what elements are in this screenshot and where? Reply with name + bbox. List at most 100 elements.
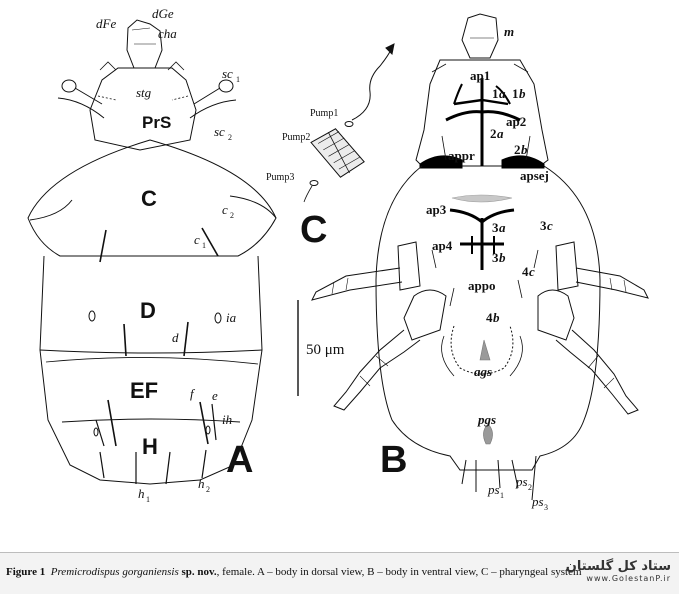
a-region-c: C (141, 186, 157, 211)
a-label-sc1: sc (222, 66, 233, 81)
a-label-c2: c (222, 202, 228, 217)
watermark: ستاد کل گلستان www.GolestanP.ir (566, 559, 671, 583)
b-label-ps3: ps (531, 494, 544, 509)
b-label-3b-it: b (499, 250, 506, 265)
a-sc1-left-bulb (61, 79, 77, 93)
b-label-1b-it: b (519, 86, 526, 101)
c-pump3-valve (309, 180, 319, 186)
a-seta-h1-left (99, 451, 105, 479)
a-label-d: d (172, 330, 179, 345)
a-label-sc1-sub: 1 (236, 75, 240, 84)
b-pgs-plate (483, 423, 493, 445)
a-tergite-ef-boundary (61, 418, 241, 423)
b-label-ps2: ps (515, 474, 528, 489)
a-seta-f-left (107, 399, 117, 447)
scale-bar-label: 50 μm (306, 342, 345, 358)
a-sc2-right-seta (189, 99, 237, 119)
caption-status: sp. nov. (181, 566, 217, 578)
a-region-ef: EF (130, 378, 158, 403)
b-label-appo: appo (468, 278, 495, 293)
panel-letter-b: B (380, 439, 407, 481)
panel-b-body (311, 13, 649, 501)
c-arrow-head (385, 43, 395, 56)
b-leg3-right-femur (555, 241, 579, 291)
watermark-text: ستاد کل گلستان (565, 559, 671, 574)
a-tergite-c (27, 139, 277, 257)
b-leg4-left-femur (403, 289, 447, 341)
b-apodeme-apsej-left (419, 155, 463, 169)
b-label-ap1: ap1 (470, 68, 490, 83)
figure-caption: Figure 1 Premicrodispus gorganiensis sp.… (6, 566, 582, 578)
a-label-c1: c (194, 232, 200, 247)
a-region-d: D (140, 298, 156, 323)
b-label-1a-it: a (499, 86, 506, 101)
b-label-ps1-sub: 1 (500, 491, 504, 500)
panel-c-pharynx (303, 43, 395, 203)
a-tergite-d-boundary (39, 349, 263, 354)
b-apodeme-ap1 (453, 98, 509, 106)
a-region-prs: PrS (142, 113, 171, 132)
a-seta-d-left (123, 323, 127, 357)
c-pump1-valve (344, 121, 354, 127)
b-label-1b: 1 (512, 86, 519, 101)
a-label-dge: dGe (152, 6, 174, 21)
a-region-h: H (142, 434, 158, 459)
b-label-2b: 2 (514, 142, 521, 157)
a-label-h1-sub: 1 (146, 495, 150, 504)
c-pump2-body (310, 128, 365, 178)
b-label-appr: appr (448, 148, 475, 163)
b-label-ap2: ap2 (506, 114, 526, 129)
b-label-4b-it: b (493, 310, 500, 325)
b-label-4c: 4 (522, 264, 529, 279)
caption-species: Premicrodispus gorganiensis (50, 566, 179, 578)
b-label-ps1: ps (487, 482, 500, 497)
b-leg4-right-distal (555, 329, 639, 415)
a-label-c1-sub: 1 (202, 241, 206, 250)
a-sc1-right-stalk (193, 87, 221, 105)
b-label-m: m (504, 24, 514, 39)
a-seta-e-right (211, 403, 217, 441)
b-label-pgs: pgs (477, 412, 496, 427)
caption-prefix: Figure 1 (6, 566, 46, 578)
caption-bar: Figure 1 Premicrodispus gorganiensis sp.… (0, 552, 679, 594)
b-leg3-left-distal (311, 267, 403, 301)
a-label-f: f (190, 386, 196, 401)
a-seta-h2-right (201, 449, 207, 479)
panel-a-body (27, 19, 277, 485)
b-apodeme-apsej-right (501, 155, 545, 169)
b-label-2b-it: b (521, 142, 528, 157)
b-label-apsej: apsej (520, 168, 549, 183)
a-label-ia: ia (226, 310, 237, 325)
a-gnathosoma (126, 19, 163, 69)
a-label-sc2: sc (214, 124, 225, 139)
figure-plate: dFe dGe cha stg sc 1 sc 2 c 2 c 1 ia d f… (27, 6, 649, 512)
a-seta-f-right (199, 401, 209, 445)
b-stipple-band (451, 194, 513, 203)
c-label-pump2: Pump2 (282, 132, 310, 143)
b-leg3-left-femur (397, 241, 421, 291)
a-label-h1: h (138, 486, 145, 501)
a-sc1-right-bulb (218, 79, 234, 93)
panel-a-labels: dFe dGe cha stg sc 1 sc 2 c 2 c 1 ia d f… (96, 6, 253, 504)
panel-letter-a: A (226, 439, 253, 481)
a-label-cha: cha (158, 26, 177, 41)
a-seta-c1-left (99, 229, 107, 263)
a-label-dfe: dFe (96, 16, 116, 31)
panel-b-labels: m ap1 1 a 1 b ap2 2 a 2 b appr apsej ap3… (380, 24, 553, 512)
b-label-1a: 1 (492, 86, 499, 101)
b-label-3b: 3 (492, 250, 499, 265)
b-label-3a-it: a (499, 220, 506, 235)
a-seta-d-right (183, 321, 189, 357)
a-seta-c2-left (29, 199, 73, 221)
b-label-ags: ags (474, 364, 492, 379)
c-label-pump1: Pump1 (310, 108, 338, 119)
a-label-stg: stg (136, 85, 152, 100)
b-label-4c-it: c (529, 264, 535, 279)
c-stylet (351, 47, 393, 121)
b-leg3-right-distal (575, 267, 649, 299)
a-sc2-left-seta (57, 97, 105, 119)
a-prosoma-shield (89, 67, 197, 151)
panel-letter-c: C (300, 209, 327, 251)
b-ags-plate (479, 339, 491, 361)
b-label-3c: 3 (540, 218, 547, 233)
